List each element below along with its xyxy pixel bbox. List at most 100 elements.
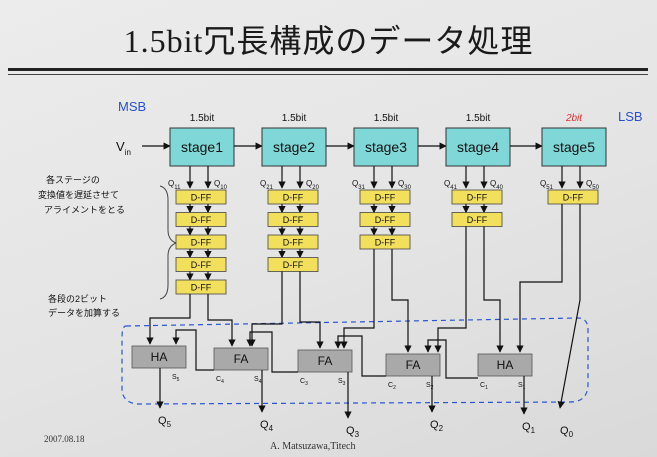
q-lo-label: Q10 [214,179,228,191]
carry-wire [172,329,214,371]
carry-label: C3 [300,378,308,387]
q-lo-sub: 10 [220,185,227,191]
stage-bits-label: 1.5bit [374,113,399,124]
output-label: Q4 [260,419,274,433]
carry-label: C2 [388,382,396,391]
dff-block: D-FF [547,189,599,205]
adder-input-wire [340,249,375,349]
full-adder: FA [385,353,441,377]
adder-input-wire [434,226,467,353]
stage-block: stage2 [261,127,327,167]
stage-label: stage1 [181,139,223,155]
output-letter: Q [158,415,167,427]
dff-label: D-FF [191,283,212,293]
title-underline-thin [8,74,648,75]
dff-block: D-FF [175,212,227,227]
q-lo-label: Q50 [586,179,600,191]
stage-box [169,127,235,167]
dff-label: D-FF [283,215,304,225]
dff-label: D-FF [191,215,212,225]
align-note: 各ステージの 変換値を遅延させて アライメントをとる [38,174,125,215]
q-lo-label: Q30 [398,179,412,191]
dff-box [267,257,319,272]
adder-box [297,349,353,373]
dff-box [267,189,319,205]
q-hi-letter: Q [352,179,358,188]
q-lo-letter: Q [306,179,312,188]
dff-label: D-FF [283,260,304,270]
output-sub: 1 [531,426,536,435]
stage-label: stage4 [457,139,499,155]
q-lo-label: Q40 [490,179,504,191]
carry-sub: 4 [221,379,224,385]
stage-label: stage3 [365,139,407,155]
output-label: Q0 [560,425,574,439]
output-letter: Q [560,425,569,437]
dff-label: D-FF [375,193,396,203]
dff-label: D-FF [191,238,212,248]
dff-label: D-FF [563,193,584,203]
sum-sub: 5 [177,377,180,383]
adder-input-wire [516,204,563,353]
adder-input-wire [207,294,236,347]
dff-box [359,234,411,250]
q-lo-label: Q20 [306,179,320,191]
stage-bits-label: 1.5bit [190,113,215,124]
q-hi-label: Q21 [260,179,274,191]
output-letter: Q [346,425,355,437]
dff-label: D-FF [191,260,212,270]
sum-letter: S [172,374,177,381]
sum-letter: S [254,376,259,383]
stage-box [445,127,511,167]
output-sub: 3 [355,430,360,439]
stage-block: stage4 [445,127,511,167]
q-hi-sub: 41 [450,185,457,191]
q-hi-sub: 11 [174,185,181,191]
dff-box [175,189,227,205]
adder-box [213,347,269,371]
q-lo-sub: 30 [404,185,411,191]
q-hi-letter: Q [168,179,174,188]
adder-input-wire [299,271,324,349]
q-hi-letter: Q [444,179,450,188]
carry-label: C1 [480,382,488,391]
dff-block: D-FF [267,234,319,250]
adder-input-wire [391,249,412,353]
carry-letter: C [216,376,221,383]
footer-author: A. Matsuzawa,Titech [270,441,356,452]
dff-block: D-FF [359,189,411,205]
dff-box [451,189,503,205]
full-adder: FA [297,349,353,373]
q-hi-sub: 21 [266,185,273,191]
dff-label: D-FF [375,238,396,248]
dff-block: D-FF [451,212,503,227]
q0-output-wire [557,204,581,409]
sum-label: S5 [172,374,180,383]
dff-box [175,279,227,295]
half-adder: HA [477,353,533,377]
adder-label: FA [318,354,333,368]
output-sub: 4 [269,424,274,433]
output-sub: 2 [439,424,444,433]
dff-box [175,257,227,272]
output-label: Q3 [346,425,360,439]
output-letter: Q [260,419,269,431]
stage-bits-label: 2bit [565,113,583,124]
lsb-label: LSB [618,109,643,124]
carry-letter: C [480,382,485,389]
dff-block: D-FF [175,234,227,250]
dff-block: D-FF [267,257,319,272]
q-lo-letter: Q [214,179,220,188]
adder-input-wire [146,294,191,345]
dff-label: D-FF [283,238,304,248]
q-hi-label: Q41 [444,179,458,191]
carry-sub: 2 [393,385,396,391]
msb-label: MSB [118,99,146,114]
sum-sub: 4 [259,379,262,385]
dff-box [359,212,411,227]
dff-box [267,234,319,250]
full-adder: FA [213,347,269,371]
q-hi-label: Q51 [540,179,554,191]
dff-block: D-FF [175,257,227,272]
